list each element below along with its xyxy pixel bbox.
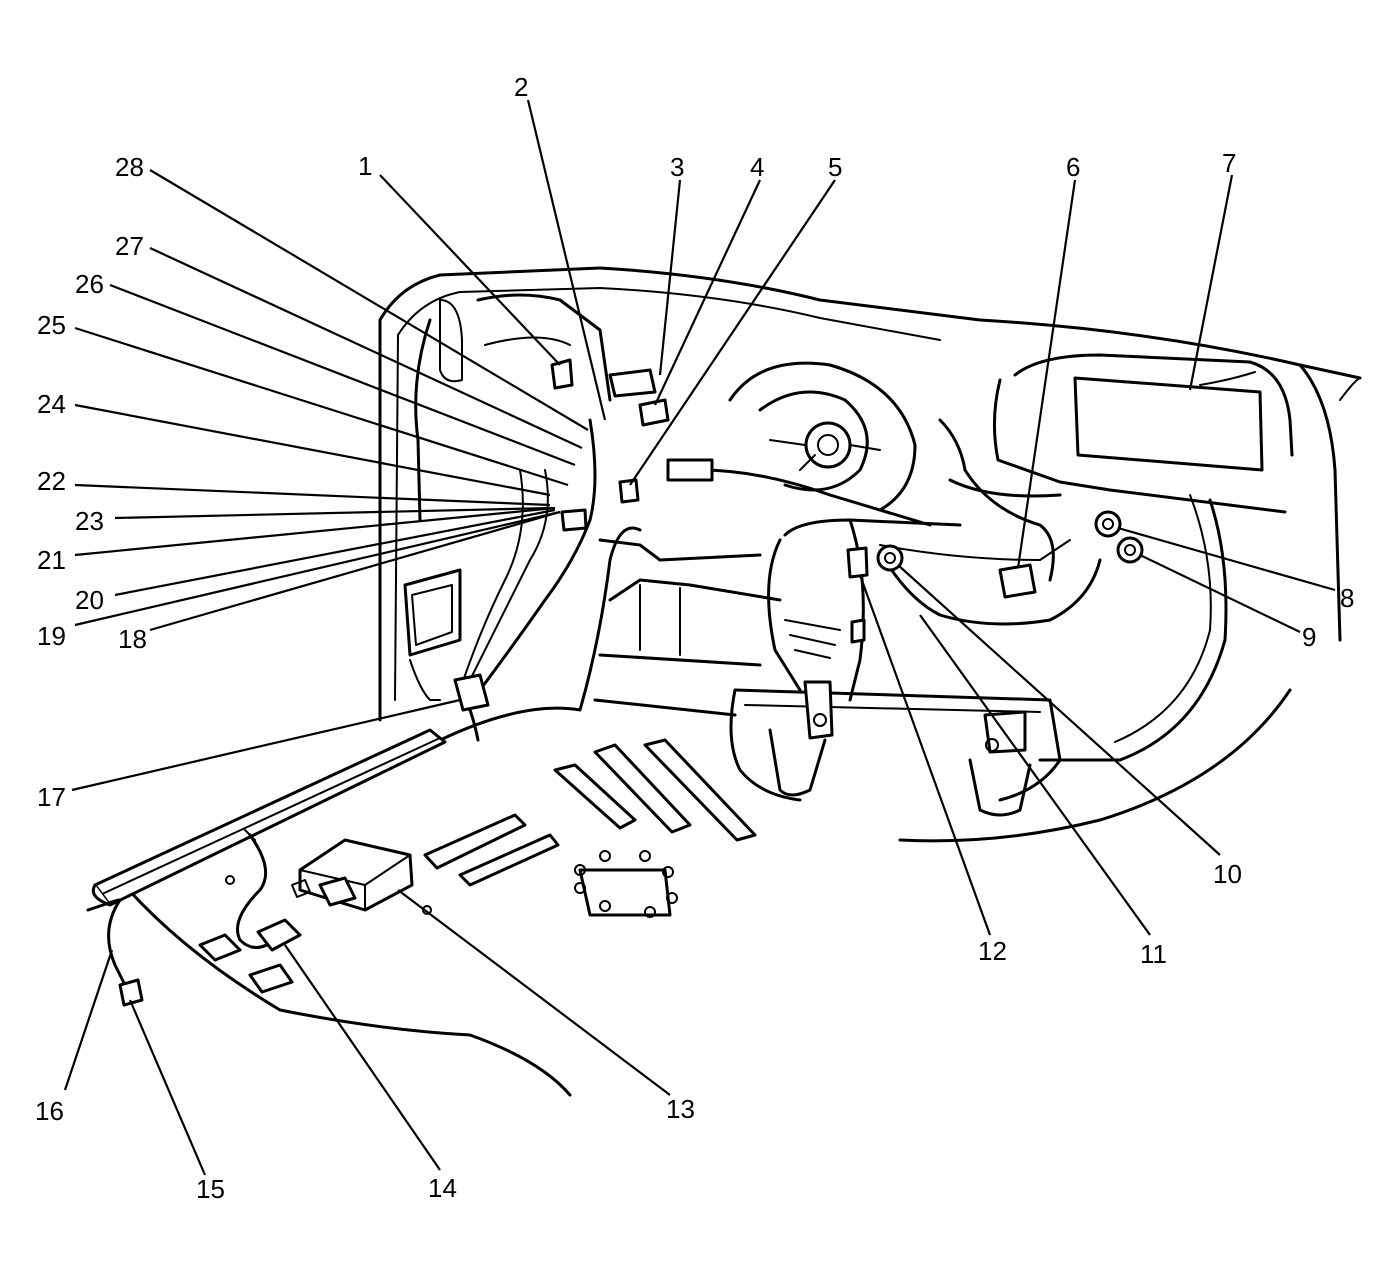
callout-22: 22 bbox=[37, 466, 66, 496]
callout-4: 4 bbox=[750, 152, 764, 182]
wiring-harness bbox=[86, 418, 1102, 1007]
leader-23 bbox=[114, 506, 553, 520]
leader-25 bbox=[74, 326, 569, 487]
callout-14: 14 bbox=[428, 1173, 457, 1203]
leader-lines bbox=[63, 99, 1336, 1176]
callout-16: 16 bbox=[35, 1096, 64, 1126]
callout-9: 9 bbox=[1302, 622, 1316, 652]
leader-19 bbox=[74, 510, 561, 627]
leader-21 bbox=[74, 506, 556, 557]
leader-9 bbox=[1139, 554, 1301, 633]
leader-12 bbox=[858, 574, 992, 936]
callout-27: 27 bbox=[115, 231, 144, 261]
floor-pan bbox=[118, 733, 757, 1097]
leader-10 bbox=[897, 564, 1221, 856]
callout-11: 11 bbox=[1140, 939, 1167, 969]
callout-7: 7 bbox=[1222, 148, 1236, 178]
callout-3: 3 bbox=[670, 152, 684, 182]
steering-column bbox=[728, 361, 962, 702]
leader-5 bbox=[629, 179, 836, 486]
callout-21: 21 bbox=[37, 545, 66, 575]
center-console bbox=[428, 526, 782, 747]
leader-14 bbox=[284, 944, 441, 1171]
callout-2: 2 bbox=[514, 72, 528, 102]
leader-2 bbox=[526, 99, 607, 421]
callout-12: 12 bbox=[978, 936, 1007, 966]
instrument-panel bbox=[378, 266, 1362, 843]
callout-24: 24 bbox=[37, 389, 66, 419]
leader-27 bbox=[149, 247, 583, 449]
callout-25: 25 bbox=[37, 310, 66, 340]
leader-1 bbox=[379, 174, 561, 366]
callout-17: 17 bbox=[37, 782, 66, 812]
callout-6: 6 bbox=[1066, 152, 1080, 182]
leader-4 bbox=[654, 179, 761, 406]
leader-28 bbox=[149, 169, 589, 431]
callout-labels: 1 2 3 4 5 6 7 8 9 10 11 12 13 14 15 16 1… bbox=[35, 72, 1354, 1204]
callout-13: 13 bbox=[666, 1094, 695, 1124]
sdm-module bbox=[291, 838, 414, 912]
left-side-panel bbox=[403, 293, 612, 657]
callout-19: 19 bbox=[37, 621, 66, 651]
callout-28: 28 bbox=[115, 152, 144, 182]
leader-17 bbox=[71, 698, 461, 792]
leader-16 bbox=[63, 949, 114, 1091]
leader-18 bbox=[149, 510, 561, 632]
leader-26 bbox=[109, 283, 576, 467]
callout-5: 5 bbox=[828, 152, 842, 182]
callout-10: 10 bbox=[1213, 859, 1242, 889]
callout-20: 20 bbox=[75, 585, 104, 615]
callout-26: 26 bbox=[75, 269, 104, 299]
leader-24 bbox=[74, 403, 551, 497]
callout-18: 18 bbox=[118, 624, 147, 654]
callout-15: 15 bbox=[196, 1174, 225, 1204]
leader-22 bbox=[74, 483, 551, 507]
leader-20 bbox=[114, 508, 556, 597]
callout-1: 1 bbox=[358, 151, 372, 181]
leader-8 bbox=[1117, 526, 1336, 592]
leader-15 bbox=[128, 999, 207, 1176]
callout-23: 23 bbox=[75, 506, 104, 536]
connectors bbox=[550, 358, 1144, 644]
callout-8: 8 bbox=[1340, 583, 1354, 613]
leader-7 bbox=[1188, 174, 1234, 391]
leader-11 bbox=[919, 614, 1151, 936]
knee-bolster bbox=[729, 680, 1062, 817]
leader-6 bbox=[1016, 179, 1077, 569]
leader-13 bbox=[397, 889, 671, 1096]
leader-3 bbox=[658, 179, 682, 376]
